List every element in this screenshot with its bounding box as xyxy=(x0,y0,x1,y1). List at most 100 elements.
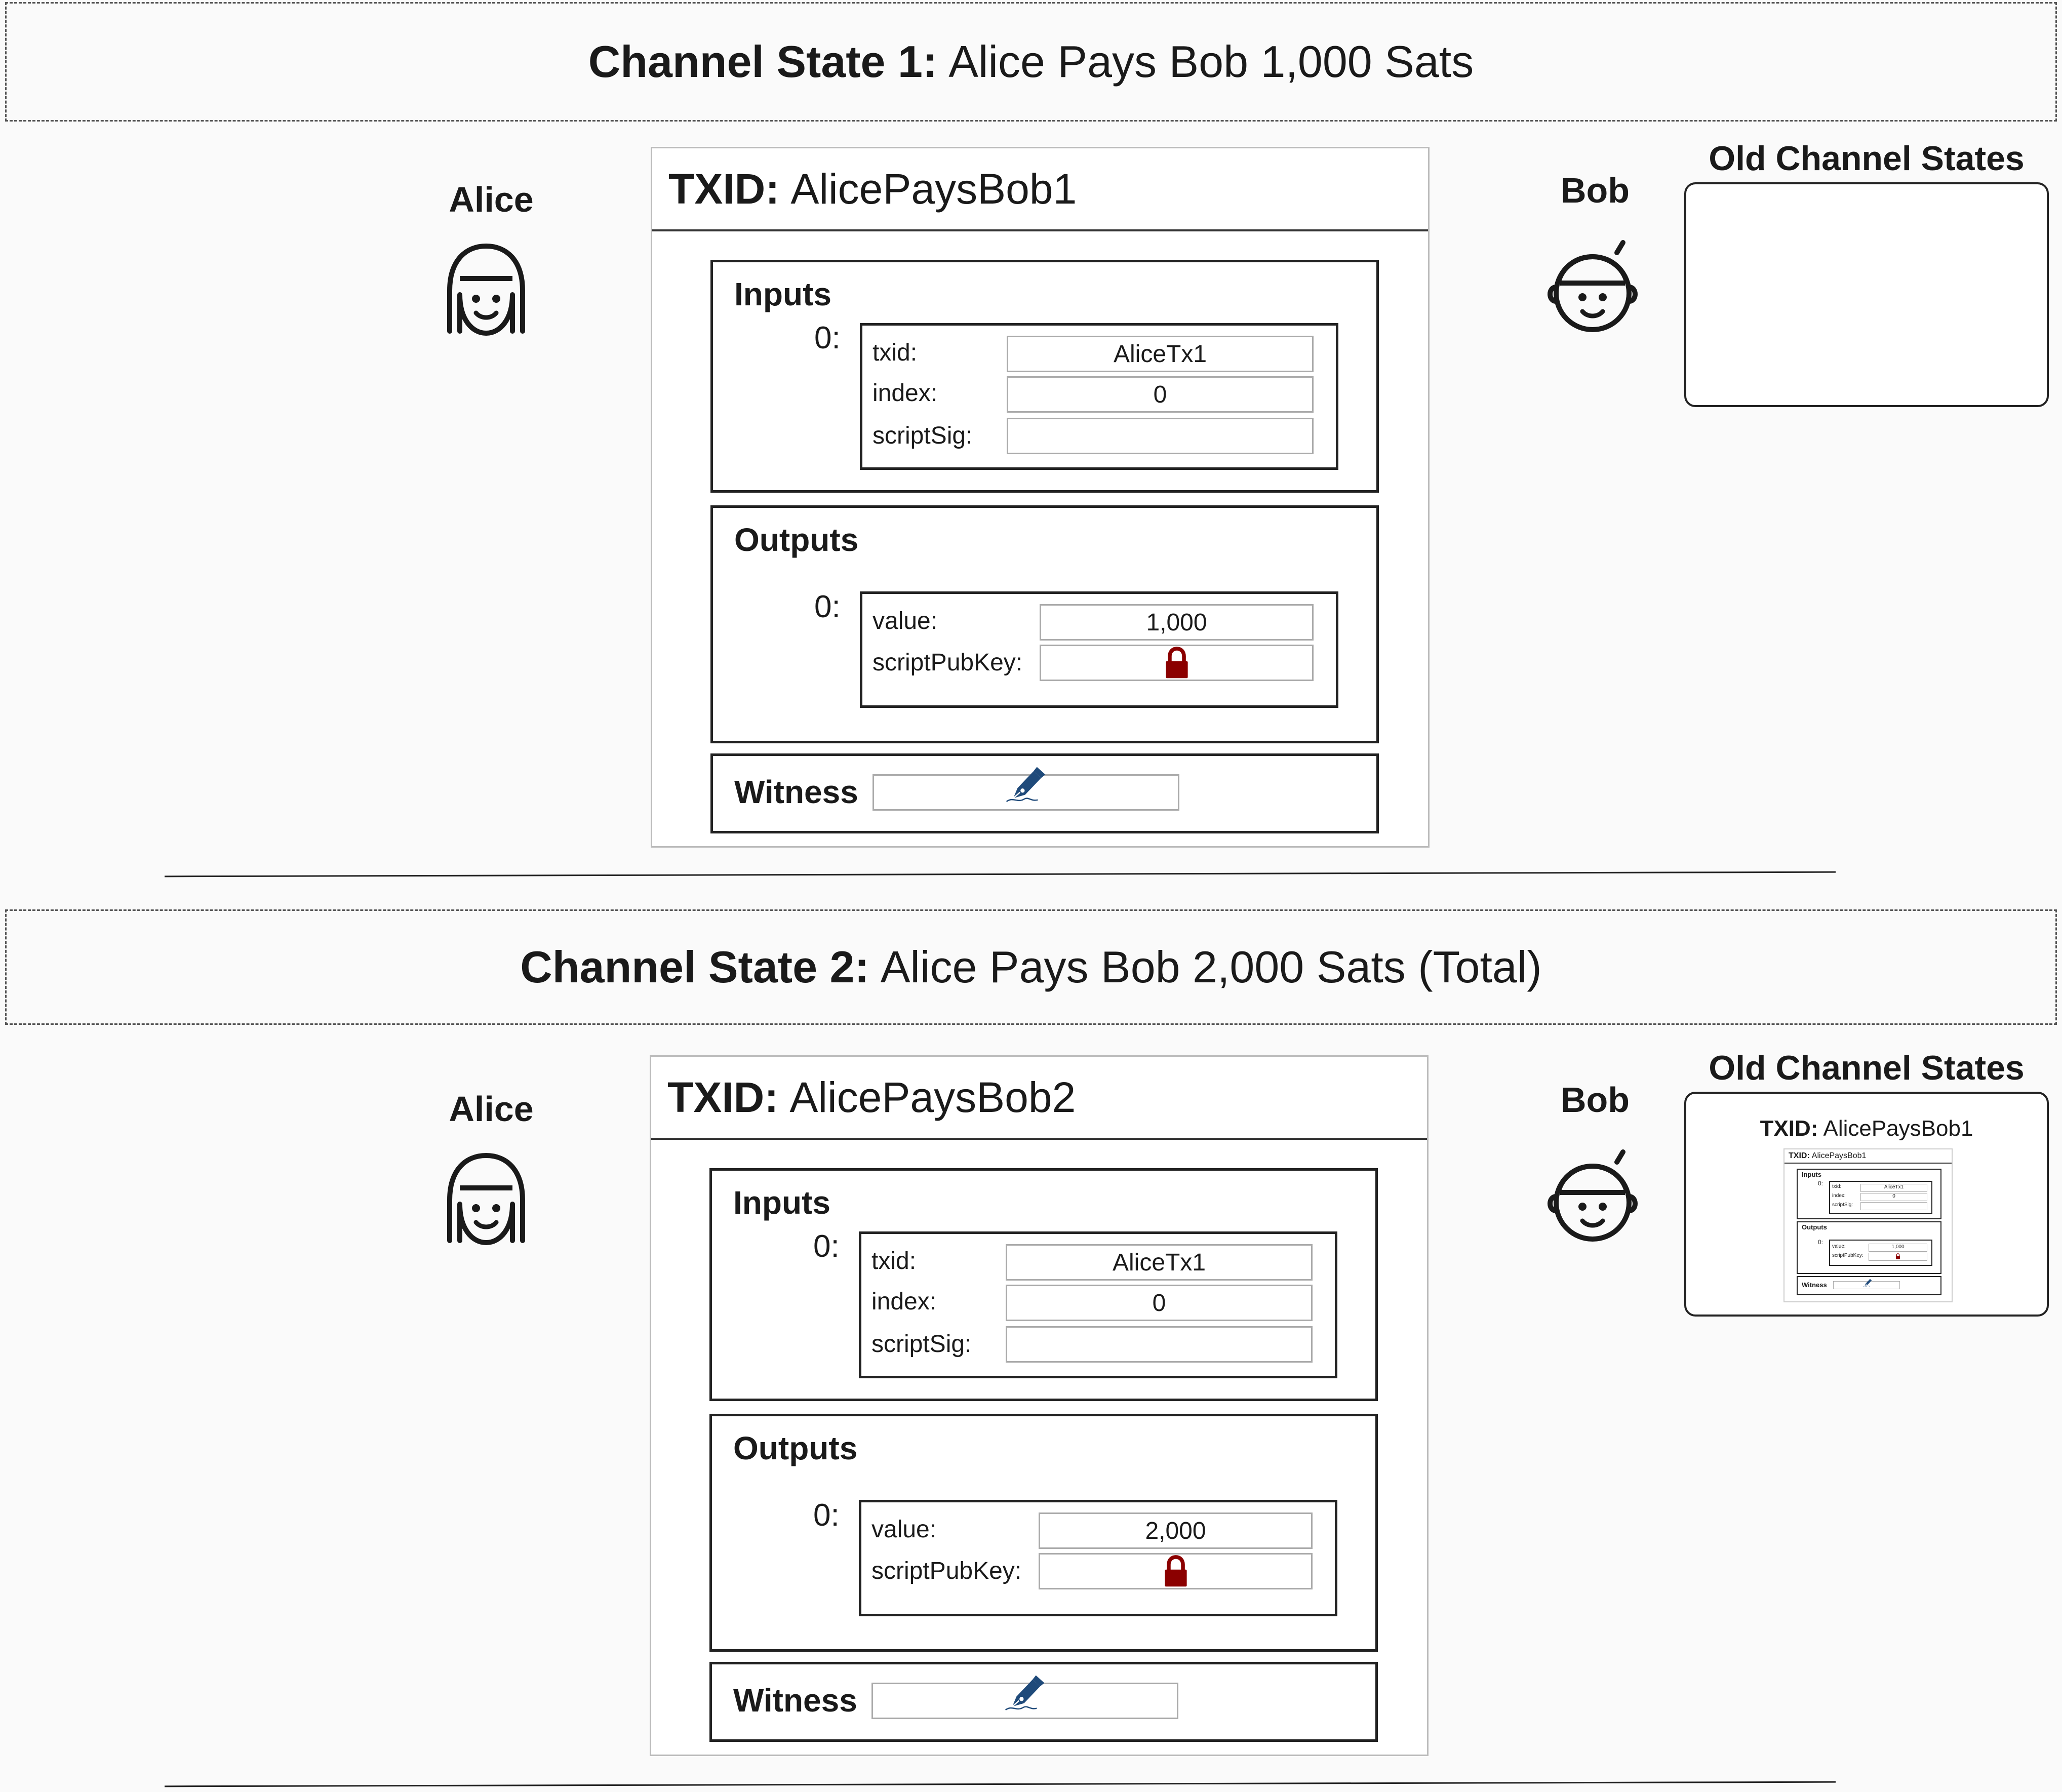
output-index: 0: xyxy=(813,1498,840,1533)
index-field-value: 0 xyxy=(1006,1285,1313,1321)
txid-header: TXID: AlicePaysBob2 xyxy=(651,1057,1427,1140)
mini-value-field-value: 1,000 xyxy=(1869,1244,1927,1252)
old-state-txid-value: AlicePaysBob1 xyxy=(1823,1116,1973,1141)
mini-txid-field: txid: xyxy=(1832,1184,1842,1189)
input-index: 0: xyxy=(814,321,841,355)
txid-field-value: AliceTx1 xyxy=(1006,1244,1313,1281)
mini-outputs-title: Outputs xyxy=(1802,1223,1827,1231)
mini-scriptsig-field-value xyxy=(1860,1202,1927,1210)
mini-txid-field-value: AliceTx1 xyxy=(1860,1184,1927,1192)
witness-section: Witness xyxy=(710,753,1379,833)
txid-label: TXID: xyxy=(668,165,780,213)
mini-output-index: 0: xyxy=(1818,1239,1823,1246)
txid-value: AlicePaysBob1 xyxy=(790,165,1077,213)
mini-txid-label: TXID: xyxy=(1789,1151,1810,1160)
mini-value-field: value: xyxy=(1832,1244,1846,1249)
txid-field-label: txid: xyxy=(871,1248,917,1275)
input-fields: txid: AliceTx1 index: 0 scriptSig: xyxy=(859,1231,1337,1378)
mini-scriptpubkey-field-value xyxy=(1869,1253,1927,1261)
mini-witness-title: Witness xyxy=(1802,1281,1827,1289)
outputs-section: Outputs 0: value: 1,000 scriptPubKey: xyxy=(710,505,1379,743)
section-divider xyxy=(165,871,1836,878)
mini-witness-field xyxy=(1833,1281,1900,1289)
transaction-card: TXID: AlicePaysBob1 Inputs 0: txid: Alic… xyxy=(651,147,1430,848)
scriptpubkey-field-label: scriptPubKey: xyxy=(873,649,1023,676)
old-state-thumbnail[interactable]: TXID:AlicePaysBob1 Inputs 0: txid: Alice… xyxy=(1783,1148,1953,1302)
index-field-value: 0 xyxy=(1007,376,1314,413)
alice-avatar-icon xyxy=(435,238,537,339)
scriptsig-field-value xyxy=(1007,418,1314,454)
old-channel-states-box: TXID:AlicePaysBob1 TXID:AlicePaysBob1 In… xyxy=(1684,1092,2049,1317)
old-channel-states-box xyxy=(1684,182,2049,407)
txid-field-value: AliceTx1 xyxy=(1007,336,1314,372)
mini-input-fields: txid: AliceTx1 index: 0 scriptSig: xyxy=(1829,1181,1932,1214)
inputs-section: Inputs 0: txid: AliceTx1 index: 0 script… xyxy=(709,1168,1378,1401)
output-index: 0: xyxy=(814,589,841,624)
witness-title: Witness xyxy=(734,774,858,810)
banner-text: Alice Pays Bob 2,000 Sats (Total) xyxy=(880,942,1542,992)
old-state-txid-label: TXID: xyxy=(1760,1116,1818,1141)
outputs-section: Outputs 0: value: 2,000 scriptPubKey: xyxy=(709,1414,1378,1652)
inputs-section: Inputs 0: txid: AliceTx1 index: 0 script… xyxy=(710,260,1379,493)
bob-avatar-icon xyxy=(1542,234,1643,340)
output-fields: value: 2,000 scriptPubKey: xyxy=(859,1500,1337,1616)
mini-scriptsig-field: scriptSig: xyxy=(1832,1202,1853,1208)
outputs-title: Outputs xyxy=(734,522,859,558)
padlock-icon xyxy=(1163,646,1191,680)
witness-field xyxy=(871,1683,1178,1719)
input-fields: txid: AliceTx1 index: 0 scriptSig: xyxy=(860,323,1338,470)
value-field-label: value: xyxy=(873,608,938,634)
witness-title: Witness xyxy=(733,1682,857,1719)
mini-output-fields: value: 1,000 scriptPubKey: xyxy=(1829,1240,1932,1266)
alice-avatar-icon xyxy=(435,1147,537,1249)
mini-witness-section: Witness xyxy=(1797,1276,1941,1295)
inputs-title: Inputs xyxy=(734,276,831,312)
padlock-icon xyxy=(1162,1555,1189,1588)
txid-field-label: txid: xyxy=(873,339,918,366)
value-field-value: 2,000 xyxy=(1039,1512,1313,1549)
mini-index-field-value: 0 xyxy=(1860,1193,1927,1201)
inputs-title: Inputs xyxy=(733,1184,830,1221)
mini-txid-value: AlicePaysBob1 xyxy=(1811,1151,1867,1160)
index-field-label: index: xyxy=(871,1288,937,1315)
fountain-pen-signature-icon xyxy=(1862,1278,1873,1288)
padlock-icon xyxy=(1895,1253,1900,1259)
txid-header: TXID: AlicePaysBob1 xyxy=(652,148,1428,231)
bob-avatar-icon xyxy=(1542,1143,1643,1250)
txid-label: TXID: xyxy=(667,1073,779,1121)
scriptpubkey-field-value xyxy=(1039,1553,1313,1589)
outputs-title: Outputs xyxy=(733,1430,858,1466)
banner-label: Channel State 1: xyxy=(588,36,938,87)
value-field-label: value: xyxy=(871,1516,937,1543)
witness-field xyxy=(873,774,1179,811)
scriptsig-field-label: scriptSig: xyxy=(871,1331,972,1358)
witness-section: Witness xyxy=(709,1662,1378,1742)
mini-outputs-section: Outputs 0: value: 1,000 scriptPubKey: xyxy=(1797,1221,1941,1274)
input-index: 0: xyxy=(813,1229,840,1264)
value-field-value: 1,000 xyxy=(1040,604,1314,641)
mini-inputs-title: Inputs xyxy=(1802,1171,1821,1178)
alice-name: Alice xyxy=(449,1089,534,1129)
fountain-pen-signature-icon xyxy=(1000,1667,1050,1718)
index-field-label: index: xyxy=(873,380,938,407)
output-fields: value: 1,000 scriptPubKey: xyxy=(860,591,1338,708)
mini-scriptpubkey-field: scriptPubKey: xyxy=(1832,1253,1863,1258)
banner-label: Channel State 2: xyxy=(520,942,869,992)
old-channel-states-title: Old Channel States xyxy=(1709,139,2025,178)
scriptpubkey-field-label: scriptPubKey: xyxy=(871,1558,1022,1584)
mini-index-field: index: xyxy=(1832,1193,1846,1199)
scriptsig-field-label: scriptSig: xyxy=(873,422,973,449)
txid-value: AlicePaysBob2 xyxy=(789,1073,1076,1121)
bob-name: Bob xyxy=(1560,1080,1630,1120)
mini-input-index: 0: xyxy=(1818,1180,1823,1187)
transaction-card: TXID: AlicePaysBob2 Inputs 0: txid: Alic… xyxy=(650,1055,1429,1756)
old-state-txid: TXID:AlicePaysBob1 xyxy=(1686,1116,2047,1141)
old-channel-states-title: Old Channel States xyxy=(1709,1049,2025,1087)
mini-inputs-section: Inputs 0: txid: AliceTx1 index: 0 script… xyxy=(1797,1169,1941,1219)
banner-text: Alice Pays Bob 1,000 Sats xyxy=(948,36,1474,87)
bob-name: Bob xyxy=(1560,171,1630,210)
scriptsig-field-value xyxy=(1006,1326,1313,1363)
channel-state-1-banner: Channel State 1: Alice Pays Bob 1,000 Sa… xyxy=(5,2,2057,122)
mini-txid-header: TXID:AlicePaysBob1 xyxy=(1785,1149,1952,1164)
scriptpubkey-field-value xyxy=(1040,645,1314,681)
